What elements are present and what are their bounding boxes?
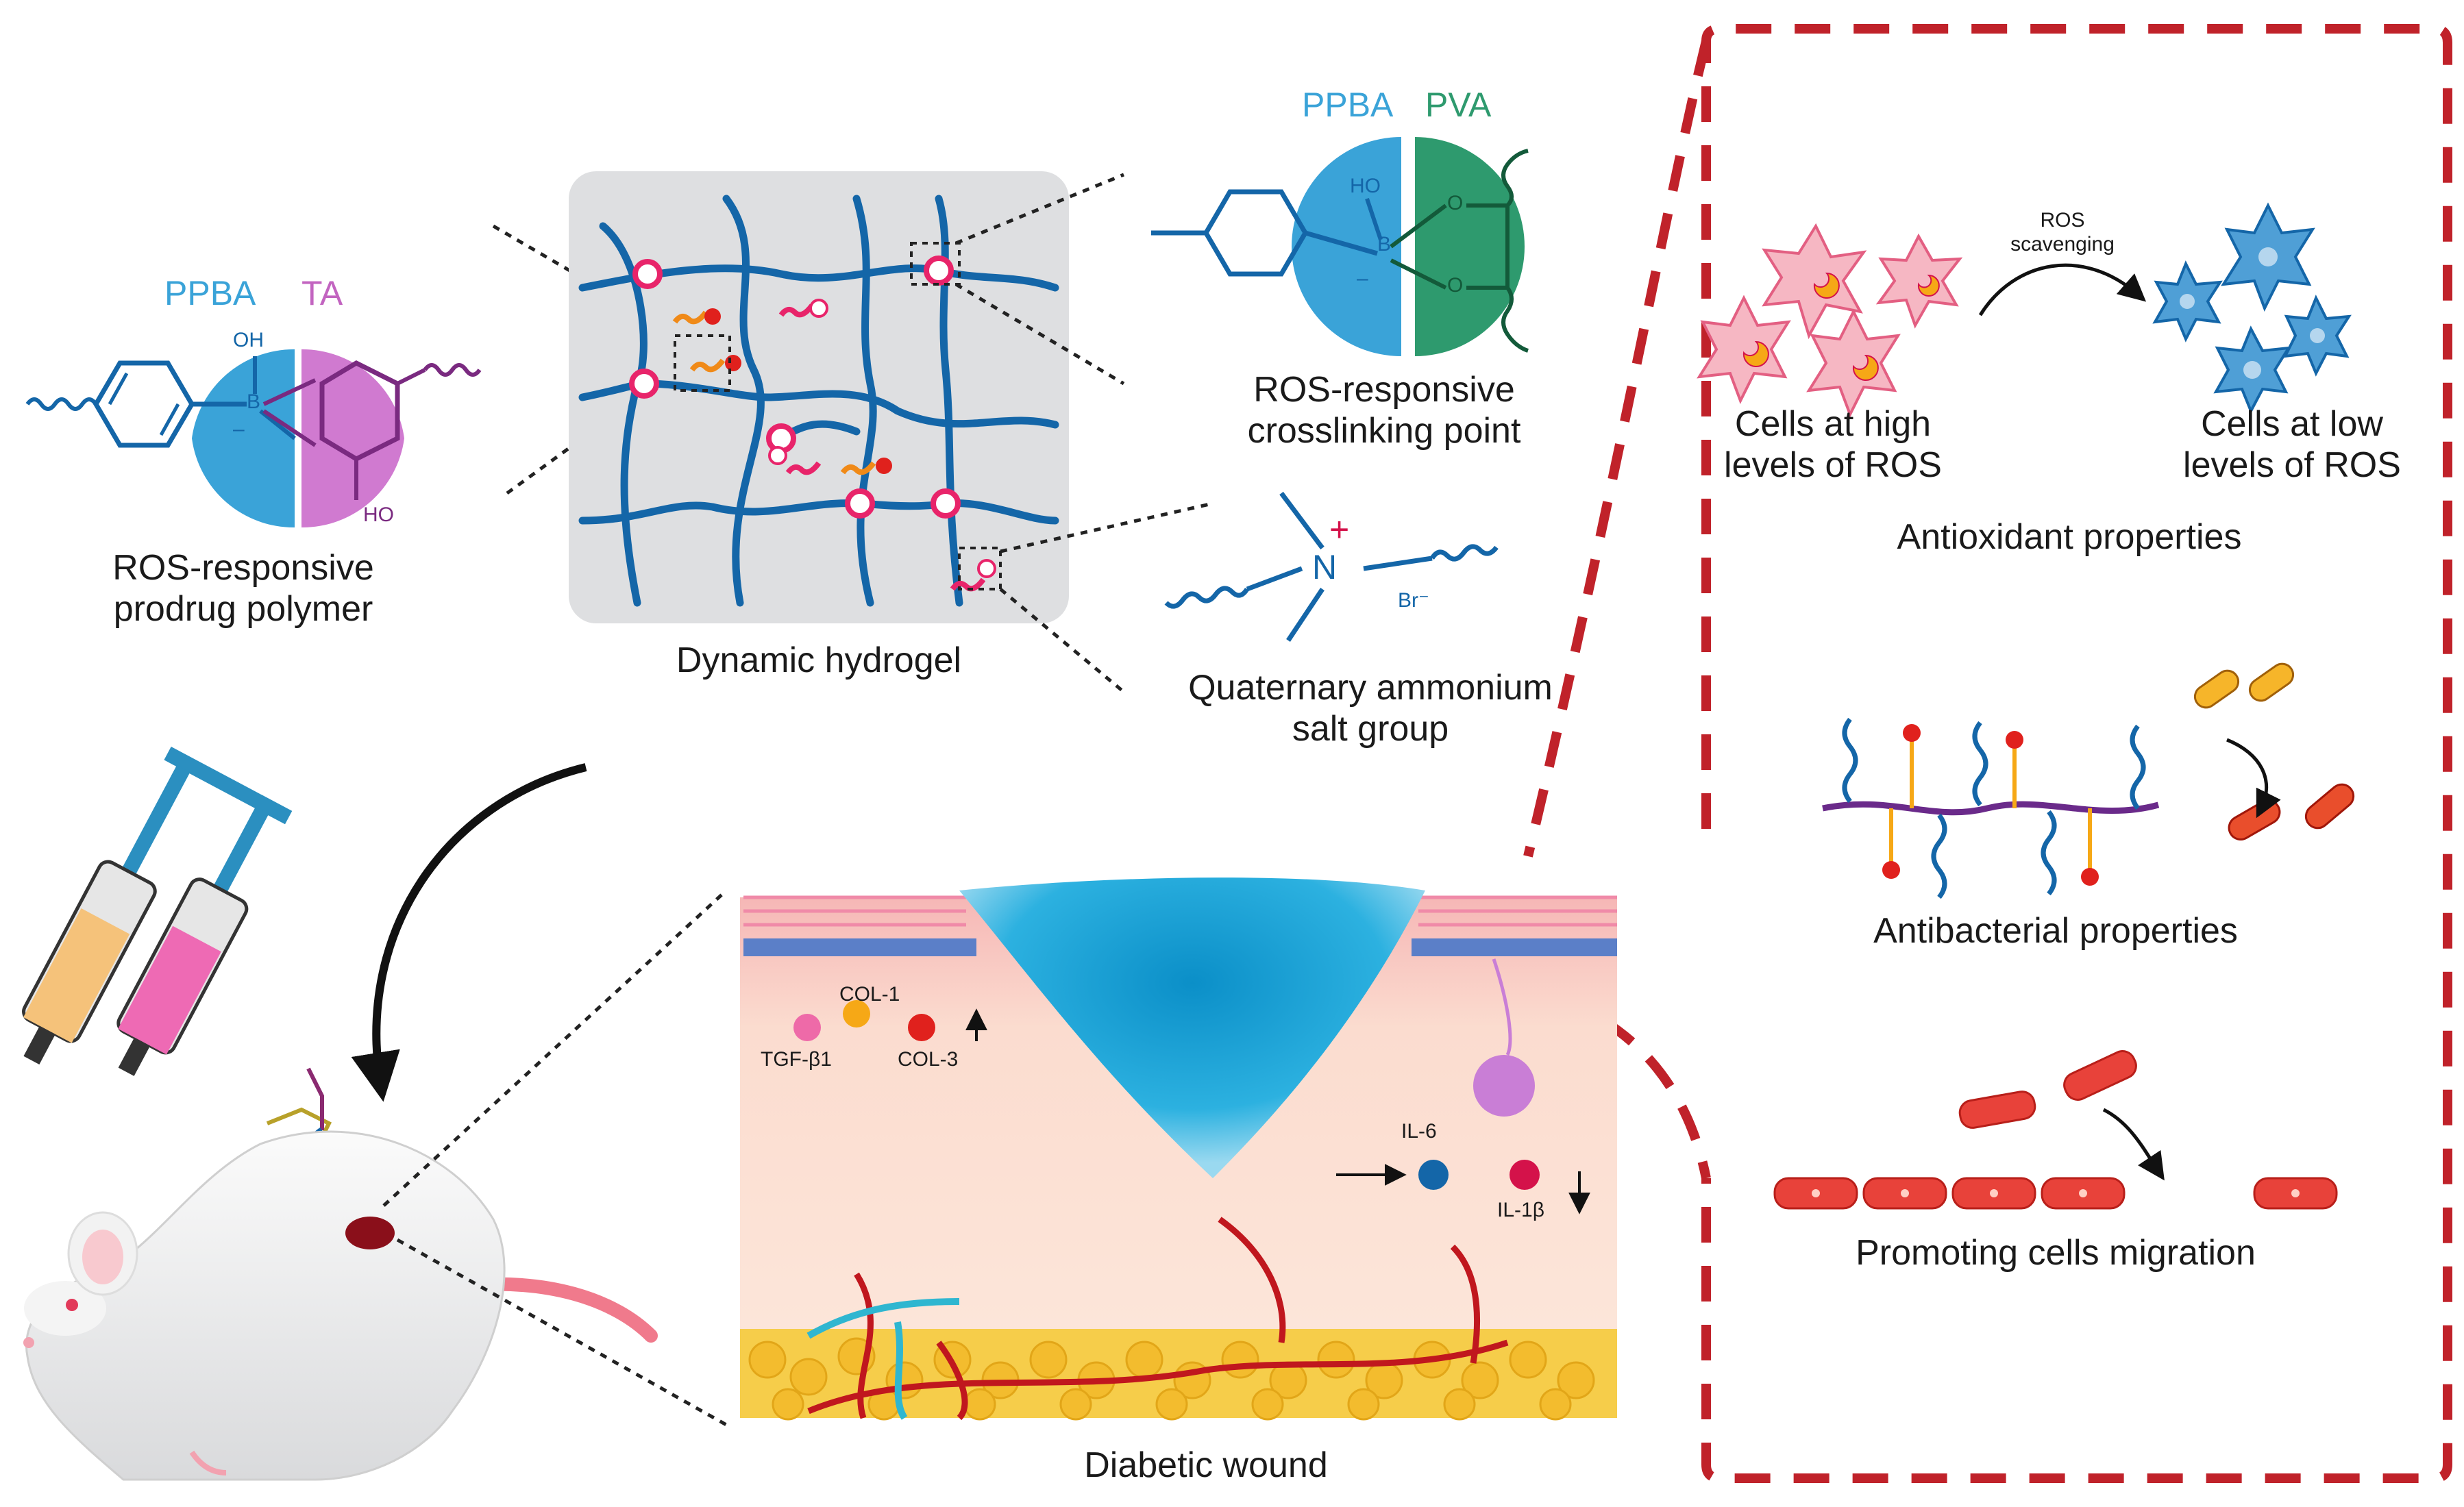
crosslink-boron: B [1377, 233, 1392, 256]
crosslink-title-line1: ROS-responsive [1253, 370, 1515, 410]
antioxidant-title: Antioxidant properties [1897, 517, 2242, 557]
crosslink-pva-label: PVA [1425, 86, 1492, 124]
prodrug-oh-top: OH [233, 329, 264, 351]
prodrug-structure [25, 349, 482, 528]
prodrug-minus: – [233, 418, 245, 440]
bacterium-icon [2193, 662, 2355, 840]
wound-caption: Diabetic wound [1084, 1445, 1328, 1485]
ros-low-label: Cells at low levels of ROS [2158, 404, 2426, 486]
hydrogel-caption: Dynamic hydrogel [676, 640, 962, 680]
quaternary-plus: + [1329, 510, 1350, 549]
quaternary-title: Quaternary ammonium salt group [1151, 668, 1590, 750]
antibacterial-title: Antibacterial properties [1873, 911, 2238, 951]
syringe-icon [22, 746, 336, 1188]
wound-tgf: TGF-β1 [761, 1048, 832, 1071]
ros-high-line2: levels of ROS [1724, 445, 1942, 485]
crosslink-ho: HO [1350, 175, 1381, 197]
dashed-frame [1523, 24, 2452, 1483]
quaternary-structure [1164, 491, 1499, 642]
ros-high-cells [1697, 223, 1963, 418]
wound-col3: COL-3 [898, 1048, 959, 1071]
ros-high-label: Cells at high levels of ROS [1699, 404, 1967, 486]
quaternary-title-line1: Quaternary ammonium [1188, 668, 1553, 708]
crosslink-minus: – [1357, 267, 1368, 290]
ros-low-line1: Cells at low [2201, 404, 2383, 444]
quaternary-n: N [1312, 548, 1338, 586]
mouse-icon [23, 1130, 658, 1481]
ros-arrow-label-line1: ROS [2040, 209, 2085, 232]
hydrogel-network [569, 171, 1069, 623]
ros-low-line2: levels of ROS [2183, 445, 2401, 485]
crosslink-o-top: O [1447, 192, 1464, 214]
quaternary-br: Br⁻ [1398, 589, 1429, 612]
crosslink-o-bottom: O [1447, 274, 1464, 297]
prodrug-ppba-label: PPBA [164, 274, 256, 312]
antibacterial-graphic [1822, 662, 2355, 899]
prodrug-title: ROS-responsive prodrug polymer [96, 548, 391, 630]
ros-arrow-label-line2: scavenging [2010, 232, 2115, 256]
prodrug-boron: B [247, 390, 261, 413]
prodrug-title-line2: prodrug polymer [113, 588, 373, 629]
wound-col1: COL-1 [839, 983, 900, 1006]
quaternary-title-line2: salt group [1292, 708, 1449, 749]
ros-high-line1: Cells at high [1734, 404, 1932, 444]
ros-arrow-label: ROS scavenging [1973, 209, 2152, 256]
crosslink-ppba-label: PPBA [1302, 86, 1394, 124]
prodrug-title-line1: ROS-responsive [112, 548, 374, 588]
wound-panel [740, 877, 1617, 1421]
crosslink-structure [1151, 137, 1529, 356]
migration-graphic [1773, 1050, 2338, 1210]
prodrug-ta-label: TA [301, 274, 343, 312]
crosslink-title-line2: crosslinking point [1247, 410, 1521, 451]
wound-il6: IL-6 [1401, 1120, 1437, 1143]
prodrug-oh-bottom: HO [363, 503, 394, 526]
migration-title: Promoting cells migration [1856, 1233, 2256, 1273]
crosslink-title: ROS-responsive crosslinking point [1220, 370, 1549, 452]
wound-il1b: IL-1β [1497, 1199, 1544, 1221]
